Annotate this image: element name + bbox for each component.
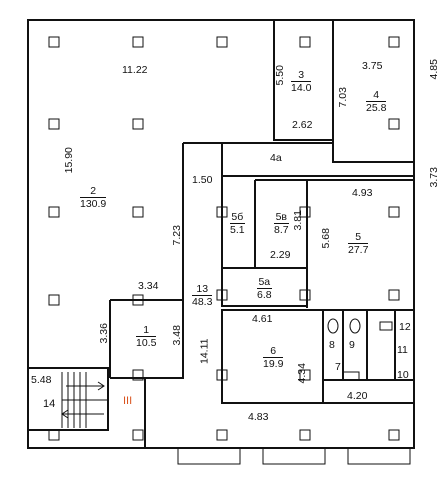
dim-4-20: 4.20 bbox=[347, 390, 368, 402]
dim-2-62: 2.62 bbox=[292, 119, 313, 131]
dim-5-68: 5.68 bbox=[319, 228, 332, 249]
dim-4-34: 4.34 bbox=[295, 363, 308, 384]
outer-wall bbox=[27, 19, 415, 449]
wall-room-1 bbox=[109, 299, 184, 379]
wall-room-2 bbox=[28, 19, 275, 140]
dim-4-83: 4.83 bbox=[248, 411, 269, 423]
dim-3-81: 3.81 bbox=[291, 210, 304, 231]
dim-3-75: 3.75 bbox=[362, 60, 383, 72]
room-12-label: 12 bbox=[399, 321, 411, 333]
dim-11-22: 11.22 bbox=[122, 64, 148, 76]
dim-4-93: 4.93 bbox=[352, 187, 373, 199]
room-8-label: 8 bbox=[329, 339, 335, 351]
room-4a-label: 4а bbox=[270, 152, 282, 164]
dim-7-03: 7.03 bbox=[336, 87, 349, 108]
dim-4-61: 4.61 bbox=[252, 313, 273, 325]
dim-3-34: 3.34 bbox=[138, 280, 159, 292]
wall-wet-rooms bbox=[323, 309, 414, 404]
dim-14-11: 14.11 bbox=[198, 338, 211, 365]
wall-room-14 bbox=[28, 367, 109, 431]
section-marker: III bbox=[123, 395, 133, 407]
dim-1-50: 1.50 bbox=[192, 174, 213, 186]
wall-corridor-13 bbox=[182, 142, 222, 300]
dim-2-29: 2.29 bbox=[270, 249, 291, 261]
room-14-label: 14 bbox=[43, 398, 56, 410]
dim-5-48: 5.48 bbox=[31, 374, 52, 386]
dim-3-48: 3.48 bbox=[170, 325, 183, 346]
dim-4-85: 4.85 bbox=[427, 59, 440, 80]
wall-room-4 bbox=[332, 20, 414, 163]
dim-5-50: 5.50 bbox=[273, 65, 286, 86]
wall-room-4a bbox=[221, 142, 414, 177]
room-9-label: 9 bbox=[349, 339, 355, 351]
dim-3-73: 3.73 bbox=[427, 167, 440, 188]
wall-room-5a bbox=[221, 267, 308, 307]
dim-3-36: 3.36 bbox=[97, 323, 110, 344]
dim-15-90: 15.90 bbox=[62, 147, 75, 174]
dim-7-23: 7.23 bbox=[170, 225, 183, 246]
room-7-label: 7 bbox=[335, 361, 341, 373]
room-10-label: 10 bbox=[397, 369, 409, 381]
room-11-label: 11 bbox=[397, 344, 408, 356]
